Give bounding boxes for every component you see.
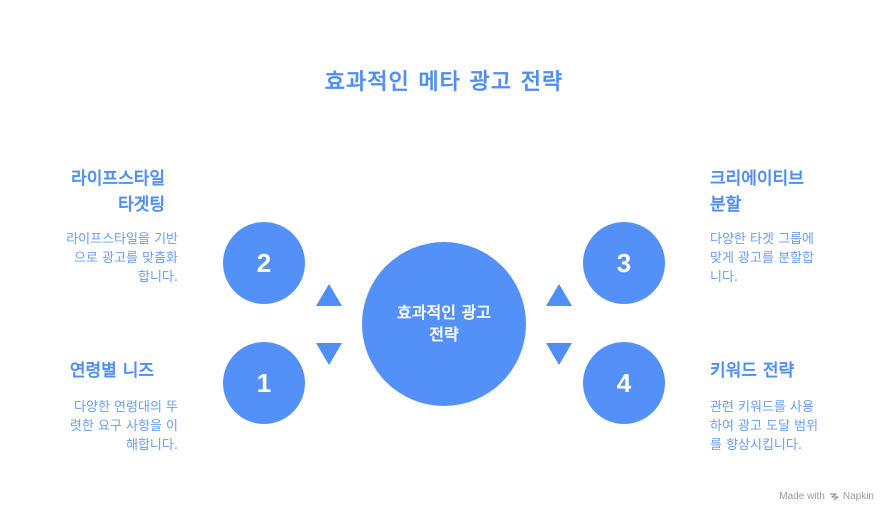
item-3-description: 다양한 타겟 그룹에 맞게 광고를 분할합 니다. [710, 230, 814, 287]
item-3-desc-line3: 니다. [710, 270, 739, 285]
item-2-desc-line3: 합니다. [137, 270, 178, 285]
item-1-desc-line1: 다양한 연령대의 뚜 [74, 400, 178, 415]
item-1-description: 다양한 연령대의 뚜 렷한 요구 사항을 이 해합니다. [70, 398, 178, 455]
step-circle-1: 1 [223, 342, 305, 424]
item-3-desc-line2: 맞게 광고를 분할합 [710, 251, 814, 266]
item-4-desc-line2: 하여 광고 도달 범위 [710, 419, 819, 434]
center-circle: 효과적인 광고 전략 [362, 242, 526, 406]
item-4-heading-line1: 키워드 전략 [710, 361, 795, 381]
step-number: 1 [256, 367, 272, 398]
step-number: 4 [616, 367, 632, 398]
item-2-desc-line1: 라이프스타일을 기반 [66, 232, 178, 247]
step-circle-4: 4 [583, 342, 665, 424]
item-4-heading: 키워드 전략 [710, 358, 794, 384]
item-2-heading: 라이프스타일 타겟팅 [71, 166, 165, 218]
item-4-desc-line1: 관련 키워드를 사용 [710, 400, 814, 415]
item-2-desc-line2: 으로 광고를 맞춤화 [74, 251, 178, 266]
napkin-brand-label: Napkin [842, 491, 874, 502]
arrow-down-right-icon [546, 343, 572, 365]
diagram-title: 효과적인 메타 광고 전략 [324, 70, 564, 95]
item-1-desc-line3: 해합니다. [126, 438, 178, 453]
arrow-up-left-icon [316, 284, 342, 306]
item-4-desc-line3: 를 향상시킵니다. [710, 438, 802, 453]
item-1-heading: 연령별 니즈 [70, 358, 154, 384]
item-2-heading-line1: 라이프스타일 [71, 169, 165, 189]
arrow-down-left-icon [316, 343, 342, 365]
item-2-description: 라이프스타일을 기반 으로 광고를 맞춤화 합니다. [66, 230, 178, 287]
item-3-heading: 크리에이티브 분할 [710, 166, 804, 218]
item-2-heading-line2: 타겟팅 [118, 195, 165, 215]
step-number: 3 [616, 247, 632, 278]
arrow-up-right-icon [546, 284, 572, 306]
step-circle-2: 2 [223, 222, 305, 304]
made-with-label: Made with [779, 491, 825, 502]
center-label-line1: 효과적인 광고 [397, 303, 491, 322]
step-circle-3: 3 [583, 222, 665, 304]
item-1-heading-line1: 연령별 니즈 [69, 361, 154, 381]
item-3-desc-line1: 다양한 타겟 그룹에 [710, 232, 814, 247]
item-1-desc-line2: 렷한 요구 사항을 이 [69, 419, 178, 434]
item-3-heading-line2: 분할 [710, 195, 742, 215]
item-4-description: 관련 키워드를 사용 하여 광고 도달 범위 를 향상시킵니다. [710, 398, 818, 455]
napkin-logo-icon [829, 492, 839, 502]
center-label-line2: 전략 [429, 325, 459, 344]
napkin-watermark: Made with Napkin [779, 491, 874, 502]
step-number: 2 [256, 247, 272, 278]
item-3-heading-line1: 크리에이티브 [710, 169, 804, 189]
